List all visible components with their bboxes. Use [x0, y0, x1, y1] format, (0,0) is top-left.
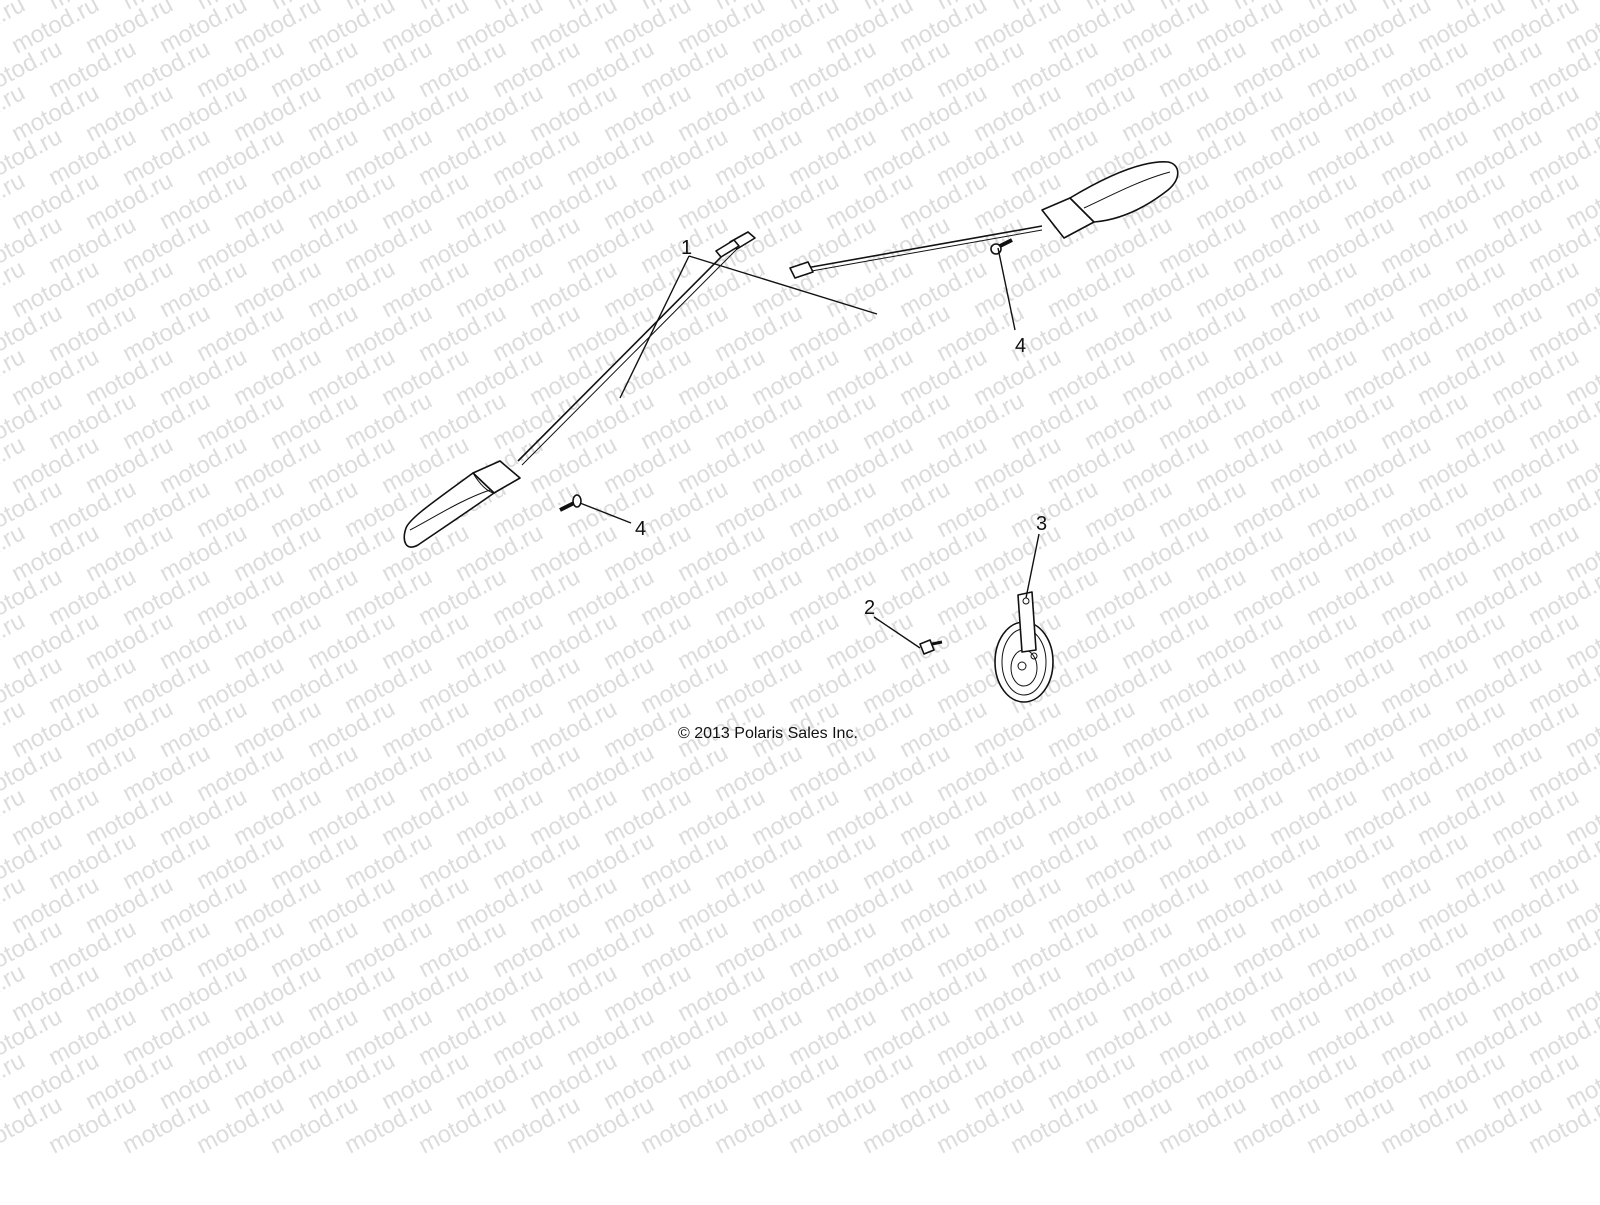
callout-4-left: 4: [635, 518, 646, 540]
callout-1: 1: [681, 237, 692, 259]
callout-4-right: 4: [1015, 335, 1026, 357]
callout-3: 3: [1036, 513, 1047, 535]
callout-2: 2: [864, 597, 875, 619]
watermark-layer: motod.rumotod.rumotod.rumotod.rumotod.ru…: [0, 0, 1600, 1159]
copyright-text: © 2013 Polaris Sales Inc.: [678, 725, 858, 742]
